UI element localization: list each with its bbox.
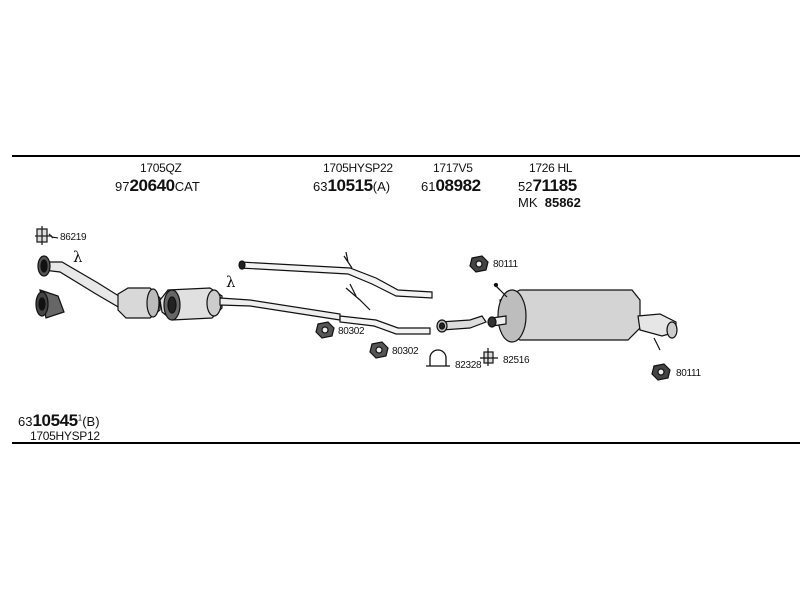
part-number-71185: 5271185 [518, 176, 577, 195]
rubber-mount-80111-icon [651, 363, 671, 381]
part-code-1705hysp12: 1705HYSP12 [30, 429, 100, 443]
callout-80302-a: 80302 [338, 326, 365, 337]
lambda-sensor-symbol: λ [226, 273, 236, 291]
rubber-mount-80302-icon [315, 321, 335, 339]
front-pipe-catalyst [37, 255, 341, 321]
rubber-mount-80302-icon [369, 341, 389, 359]
u-clamp-82328-icon [426, 349, 450, 367]
part-code-1717v5: 1717V5 [433, 161, 473, 175]
intermediate-pipe-upper [238, 251, 433, 299]
clamp-86219-icon [35, 226, 54, 245]
part-code-1705qz: 1705QZ [140, 161, 182, 175]
callout-80111-upper: 80111 [493, 259, 518, 270]
gasket-ring-icon [35, 289, 65, 319]
part-number-08982: 6108982 [421, 176, 481, 195]
part-number-10515a: 6310515(A) [313, 176, 391, 195]
lambda-sensor-symbol: λ [73, 248, 83, 266]
rear-muffler [487, 282, 678, 351]
part-number-10545b: 63105451(B) [18, 411, 100, 430]
rubber-mount-80111-icon [469, 255, 489, 273]
clamp-82516-icon [480, 348, 498, 366]
callout-86219: 86219 [60, 232, 87, 243]
callout-80302-b: 80302 [392, 346, 419, 357]
part-code-1726hl: 1726 HL [529, 161, 573, 175]
callout-80111-lower: 80111 [676, 368, 701, 379]
callout-82516: 82516 [503, 355, 530, 366]
connector-pipe [436, 315, 487, 333]
callout-82328: 82328 [455, 360, 482, 371]
intermediate-pipe-lower [339, 283, 431, 335]
part-code-1705hysp22: 1705HYSP22 [323, 161, 393, 175]
mk-number-85862: MK 85862 [518, 195, 581, 210]
part-number-20640cat: 9720640CAT [115, 176, 200, 195]
